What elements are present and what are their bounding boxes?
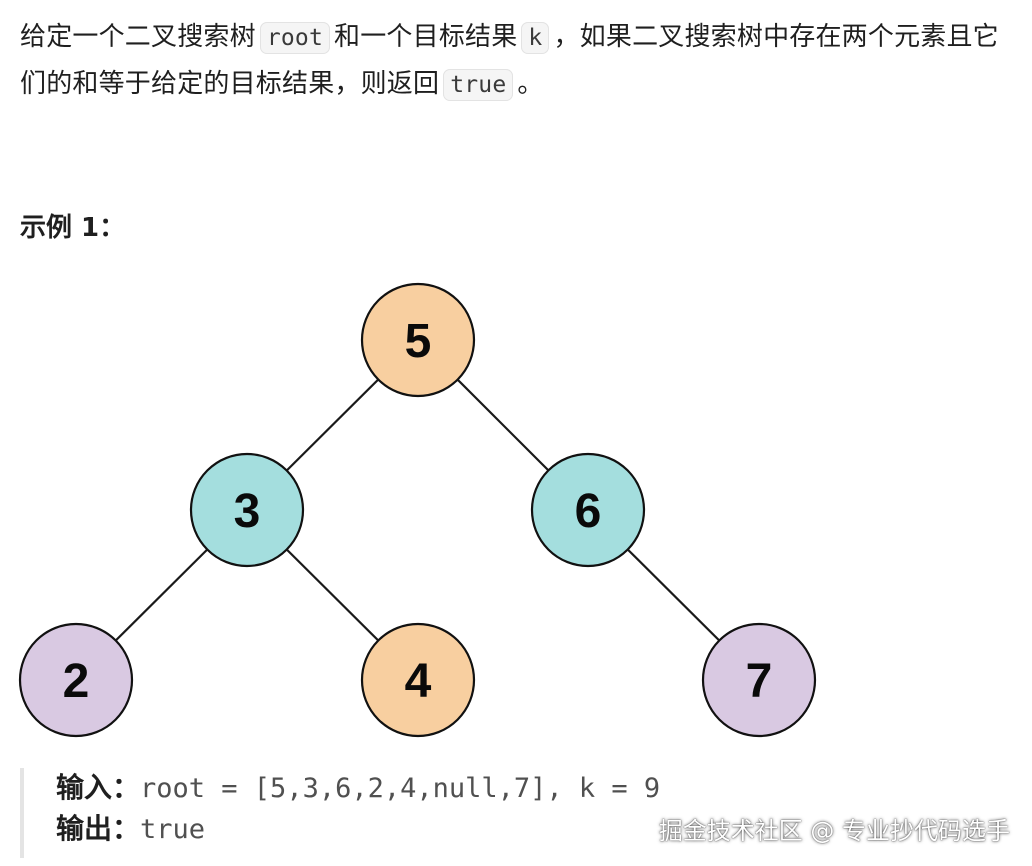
description-text-3: ，如果二叉搜索树中存在两个元素且它们的和等于给定的目标结果，则返回	[20, 22, 999, 99]
output-label: 输出：	[56, 812, 141, 845]
tree-nodes: 5 3 6 2 4 7	[18, 282, 817, 738]
tree-edges	[114, 378, 721, 642]
tree-node-label-4: 4	[405, 655, 432, 708]
tree-node-circle-7	[701, 622, 817, 738]
tree-edge-n5-n3	[285, 378, 380, 472]
watermark: 掘金技术社区 @ 专业抄代码选手	[658, 817, 1010, 845]
tree-node-label-7: 7	[746, 655, 773, 708]
tree-node-circle-5	[360, 282, 476, 398]
output-line: 输出：true	[56, 809, 660, 850]
description-text-4: 。	[517, 69, 544, 99]
tree-node-label-6: 6	[575, 485, 602, 538]
description-text-2: 和一个目标结果	[334, 22, 518, 52]
tree-node-circle-6	[530, 452, 646, 568]
inline-code-root: root	[259, 22, 331, 54]
tree-node-label-5: 5	[405, 315, 432, 368]
tree-node-2: 2	[18, 622, 134, 738]
tree-node-label-3: 3	[234, 485, 261, 538]
tree-edge-n3-n4	[285, 548, 380, 642]
tree-node-3: 3	[189, 452, 305, 568]
tree-node-circle-4	[360, 622, 476, 738]
input-label: 输入：	[56, 771, 141, 804]
tree-edge-n3-n2	[114, 548, 209, 642]
tree-node-4: 4	[360, 622, 476, 738]
tree-node-7: 7	[701, 622, 817, 738]
binary-tree-diagram: 5 3 6 2 4 7	[18, 282, 817, 738]
inline-code-true: true	[443, 69, 514, 101]
description-text-1: 给定一个二叉搜索树	[20, 22, 256, 52]
tree-node-6: 6	[530, 452, 646, 568]
input-line: 输入：root = [5,3,6,2,4,null,7], k = 9	[56, 768, 660, 809]
tree-node-circle-3	[189, 452, 305, 568]
tree-edge-n6-n7	[626, 548, 721, 642]
example-io-block: 输入：root = [5,3,6,2,4,null,7], k = 9 输出：t…	[20, 768, 660, 858]
inline-code-k: k	[521, 22, 550, 54]
input-value: root = [5,3,6,2,4,null,7], k = 9	[140, 773, 661, 804]
tree-node-5: 5	[360, 282, 476, 398]
tree-node-circle-2	[18, 622, 134, 738]
output-value: true	[140, 814, 206, 845]
tree-node-label-2: 2	[63, 655, 90, 708]
tree-edge-n5-n6	[456, 378, 550, 472]
example-title: 示例 1：	[20, 213, 126, 243]
